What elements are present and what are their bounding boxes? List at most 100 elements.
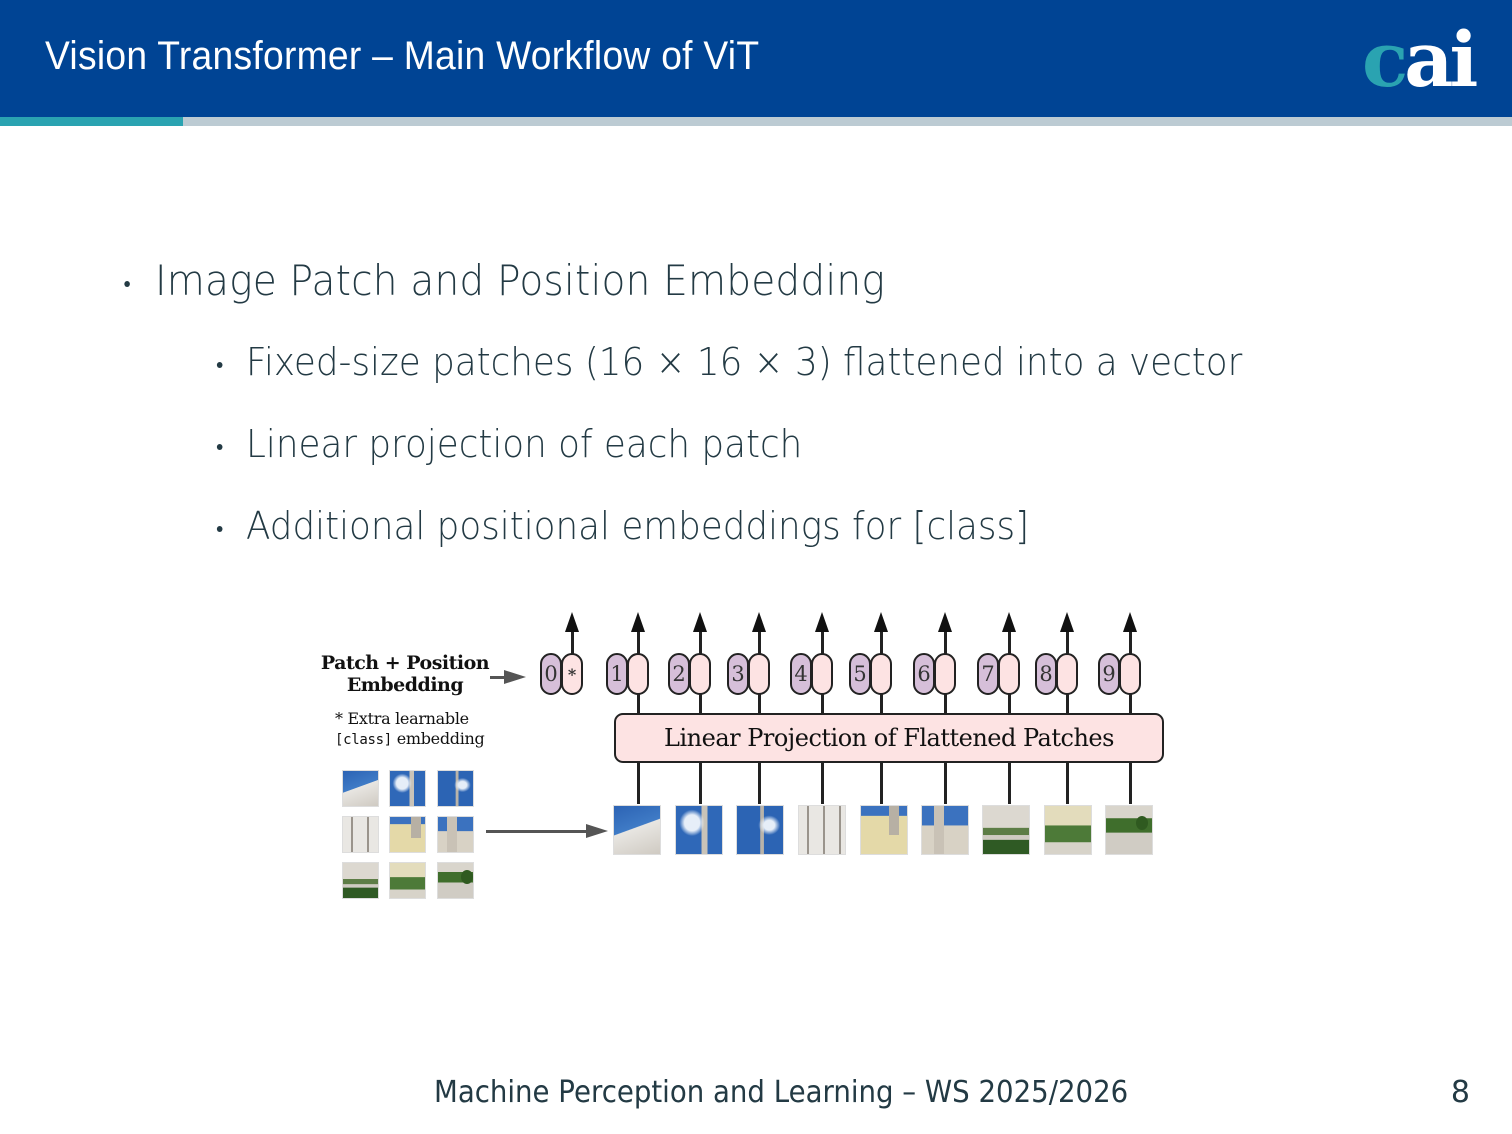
patch-embedding	[748, 653, 770, 695]
image-patch	[860, 805, 908, 855]
patch-connector	[880, 762, 883, 804]
token-connector	[1066, 694, 1069, 714]
token-connector	[944, 694, 947, 714]
note-class-token: [class]	[335, 732, 392, 748]
token-connector	[758, 694, 761, 714]
image-patch	[1105, 805, 1153, 855]
output-line	[944, 630, 947, 654]
patch-connector	[1008, 762, 1011, 804]
note-embedding: embedding	[396, 729, 485, 748]
patch-embedding	[1056, 653, 1078, 695]
patch-embedding	[934, 653, 956, 695]
embedding-token: 7	[977, 653, 1020, 695]
bullet-sub: Linear projection of each patch	[216, 422, 802, 466]
embedding-token: 1	[606, 653, 649, 695]
patch-connector	[944, 762, 947, 804]
image-patch	[921, 805, 969, 855]
image-patch	[613, 805, 661, 855]
bullet-sub-text: Fixed-size patches (16 × 16 × 3) flatten…	[246, 340, 1243, 384]
bullet-main: Image Patch and Position Embedding	[124, 256, 886, 305]
bullet-dot	[124, 281, 130, 287]
patch-connector	[699, 762, 702, 804]
bullet-dot	[216, 362, 223, 368]
header-accent-bar	[0, 117, 1512, 126]
position-embedding: 9	[1098, 653, 1120, 695]
patch-embedding	[1119, 653, 1141, 695]
position-embedding: 1	[606, 653, 628, 695]
embedding-token: 9	[1098, 653, 1141, 695]
arrow-up-icon	[693, 612, 707, 632]
arrow-up-icon	[565, 612, 579, 632]
bullet-sub: Additional positional embeddings for [cl…	[216, 504, 1030, 548]
token-connector	[699, 694, 702, 714]
output-line	[1066, 630, 1069, 654]
image-patch	[675, 805, 723, 855]
image-patch	[798, 805, 846, 855]
token-connector	[637, 694, 640, 714]
bullet-sub-text: Additional positional embeddings for [cl…	[246, 504, 1030, 548]
patch-connector	[1129, 762, 1132, 804]
embedding-token: 2	[668, 653, 711, 695]
cai-logo: cai	[1362, 15, 1478, 104]
arrow-up-icon	[1123, 612, 1137, 632]
arrow-up-icon	[631, 612, 645, 632]
embedding-token: 4	[790, 653, 833, 695]
linear-projection-box: Linear Projection of Flattened Patches	[614, 713, 1164, 763]
embedding-token: 6	[913, 653, 956, 695]
output-line	[758, 630, 761, 654]
output-line	[571, 630, 574, 654]
position-embedding: 7	[977, 653, 999, 695]
grid-patch	[342, 770, 379, 807]
bullet-main-text: Image Patch and Position Embedding	[155, 256, 886, 305]
slide-title: Vision Transformer – Main Workflow of Vi…	[45, 34, 760, 78]
position-embedding: 0	[540, 653, 562, 695]
image-patch	[736, 805, 784, 855]
grid-patch	[342, 816, 379, 853]
arrow-up-icon	[1002, 612, 1016, 632]
note-extra-learnable: * Extra learnable	[335, 709, 469, 728]
patch-connector	[637, 762, 640, 804]
position-embedding: 5	[849, 653, 871, 695]
grid-patch	[342, 862, 379, 899]
grid-patch	[389, 816, 426, 853]
output-line	[821, 630, 824, 654]
position-embedding: 3	[727, 653, 749, 695]
token-connector	[880, 694, 883, 714]
position-embedding: 4	[790, 653, 812, 695]
patch-embedding	[689, 653, 711, 695]
token-connector	[821, 694, 824, 714]
bullet-sub: Fixed-size patches (16 × 16 × 3) flatten…	[216, 340, 1243, 384]
embedding-token: 5	[849, 653, 892, 695]
grid-patch	[437, 816, 474, 853]
embedding-token: 3	[727, 653, 770, 695]
patch-embedding	[870, 653, 892, 695]
arrow-up-icon	[938, 612, 952, 632]
embedding-token: 8	[1035, 653, 1078, 695]
output-line	[1129, 630, 1132, 654]
grid-patch	[437, 770, 474, 807]
bullet-dot	[216, 526, 223, 532]
patch-embedding	[811, 653, 833, 695]
position-embedding: 2	[668, 653, 690, 695]
output-line	[1008, 630, 1011, 654]
arrow-right-icon	[504, 670, 526, 684]
accent-teal-segment	[0, 117, 183, 126]
image-patch	[1044, 805, 1092, 855]
grid-patch	[437, 862, 474, 899]
arrow-up-icon	[815, 612, 829, 632]
figure-note: * Extra learnable [class] embedding	[335, 709, 485, 750]
patch-embedding	[627, 653, 649, 695]
output-line	[699, 630, 702, 654]
patch-connector	[1066, 762, 1069, 804]
patch-connector	[758, 762, 761, 804]
arrow-up-icon	[874, 612, 888, 632]
position-embedding: 8	[1035, 653, 1057, 695]
patch-embedding	[998, 653, 1020, 695]
arrow-up-icon	[1060, 612, 1074, 632]
position-embedding: 6	[913, 653, 935, 695]
page-number: 8	[1450, 1075, 1470, 1110]
footer-course: Machine Perception and Learning – WS 202…	[434, 1075, 1129, 1110]
bullet-dot	[216, 444, 223, 450]
output-line	[637, 630, 640, 654]
